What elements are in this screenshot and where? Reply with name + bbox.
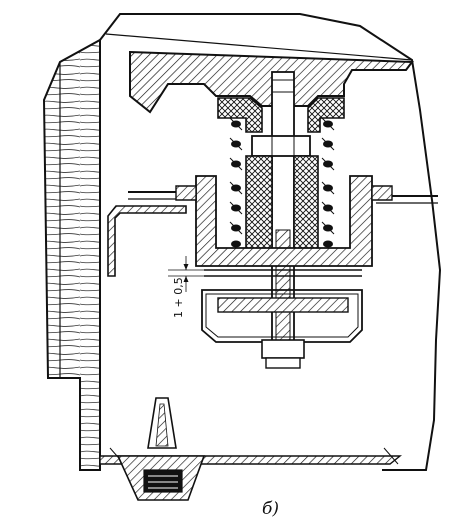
figure-caption: б) (262, 499, 279, 519)
compression-spring (229, 117, 335, 248)
plunger-sleeve (245, 155, 319, 253)
lower-cup (201, 289, 363, 343)
housing-outline (99, 13, 442, 471)
upper-nut (251, 135, 311, 157)
top-cover-casting (129, 50, 414, 114)
clearance-dimension: 1 + 0,5 (168, 256, 204, 318)
wooden-wall-section (42, 38, 101, 471)
upper-spring-seat (217, 97, 345, 133)
side-bracket (107, 205, 187, 277)
lower-nut (261, 339, 305, 369)
contact-gap (204, 269, 362, 277)
clearance-dimension-label: 1 + 0,5 (172, 277, 185, 318)
drain-plug (116, 397, 206, 501)
central-stem (271, 71, 295, 365)
spring-cup (175, 175, 393, 267)
